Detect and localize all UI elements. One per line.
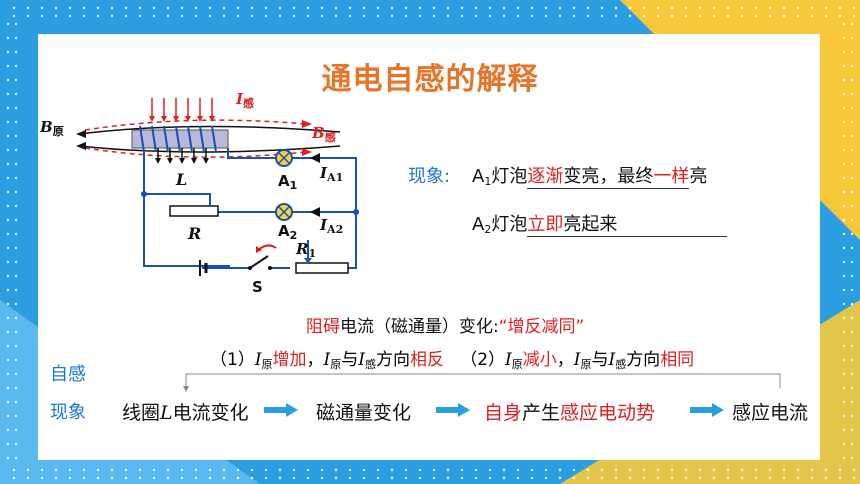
label-b-orig: B原	[40, 118, 64, 138]
label-ia1: IA1	[320, 164, 344, 184]
flow-arrow-1	[264, 403, 298, 417]
flow-step-3: 自身产生感应电动势	[484, 402, 656, 424]
label-b-induced: B感	[312, 124, 336, 144]
circuit-diagram	[76, 98, 359, 276]
principle-line: 阻碍电流（磁通量）变化:“增反减同”	[306, 317, 585, 337]
formula-line: （1）I原增加，I原与I感方向相反 （2）I原减小，I原与I感方向相同	[210, 350, 695, 371]
label-r1: R1	[296, 240, 317, 260]
flow-arrow-3	[690, 403, 724, 417]
phenomenon-a1: A1灯泡逐渐变亮，最终一样亮	[472, 162, 707, 189]
label-l: L	[176, 170, 188, 189]
page-title: 通电自感的解释	[321, 62, 539, 97]
label-ia2: IA2	[320, 216, 344, 236]
content-card	[38, 34, 820, 460]
flow-step-4: 感应电流	[732, 402, 809, 424]
phenomenon-a2: A2灯泡立即亮起来	[472, 210, 728, 237]
bracket-line	[183, 373, 781, 392]
flow-step-2: 磁通量变化	[316, 402, 412, 424]
side-label-2: 现象	[50, 402, 86, 423]
label-a1: A1	[278, 172, 298, 192]
label-r: R	[188, 224, 202, 243]
phenomenon-label: 现象:	[408, 166, 451, 187]
label-s: S	[252, 278, 263, 296]
side-label-1: 自感	[50, 364, 86, 385]
label-a2: A2	[278, 222, 298, 242]
label-i-induced: I感	[236, 90, 255, 110]
flow-step-1: 线圈L电流变化	[122, 402, 249, 424]
flow-arrow-2	[436, 403, 470, 417]
